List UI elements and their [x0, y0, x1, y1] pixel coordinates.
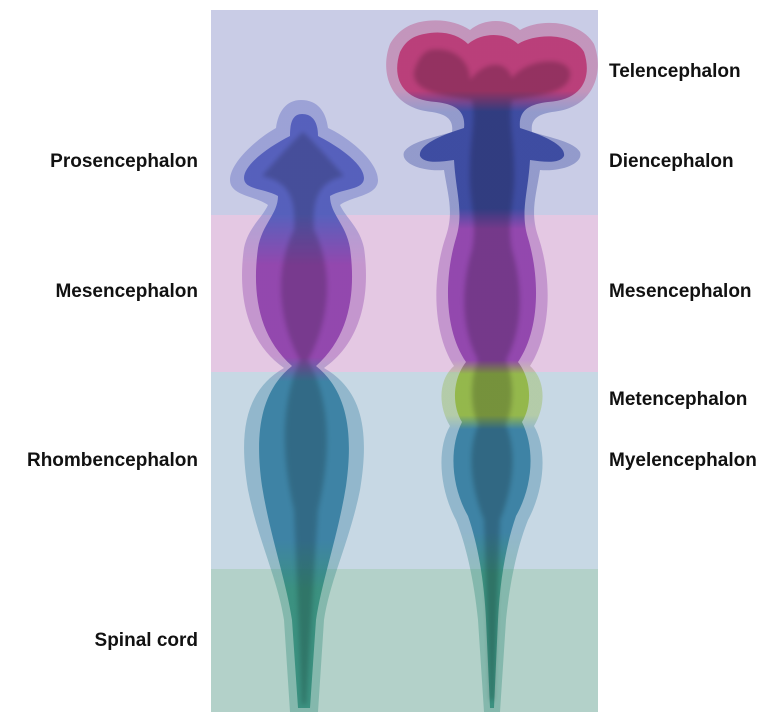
label-spinal-cord: Spinal cord — [95, 630, 198, 652]
label-mesencephalon-left: Mesencephalon — [55, 281, 198, 303]
label-myelencephalon: Myelencephalon — [609, 450, 757, 472]
label-mesencephalon-right: Mesencephalon — [609, 281, 752, 303]
label-metencephalon: Metencephalon — [609, 389, 747, 411]
label-diencephalon: Diencephalon — [609, 151, 734, 173]
label-telencephalon: Telencephalon — [609, 61, 741, 83]
spinal-cord-band — [211, 569, 598, 712]
label-prosencephalon: Prosencephalon — [50, 151, 198, 173]
label-rhombencephalon: Rhombencephalon — [27, 450, 198, 472]
